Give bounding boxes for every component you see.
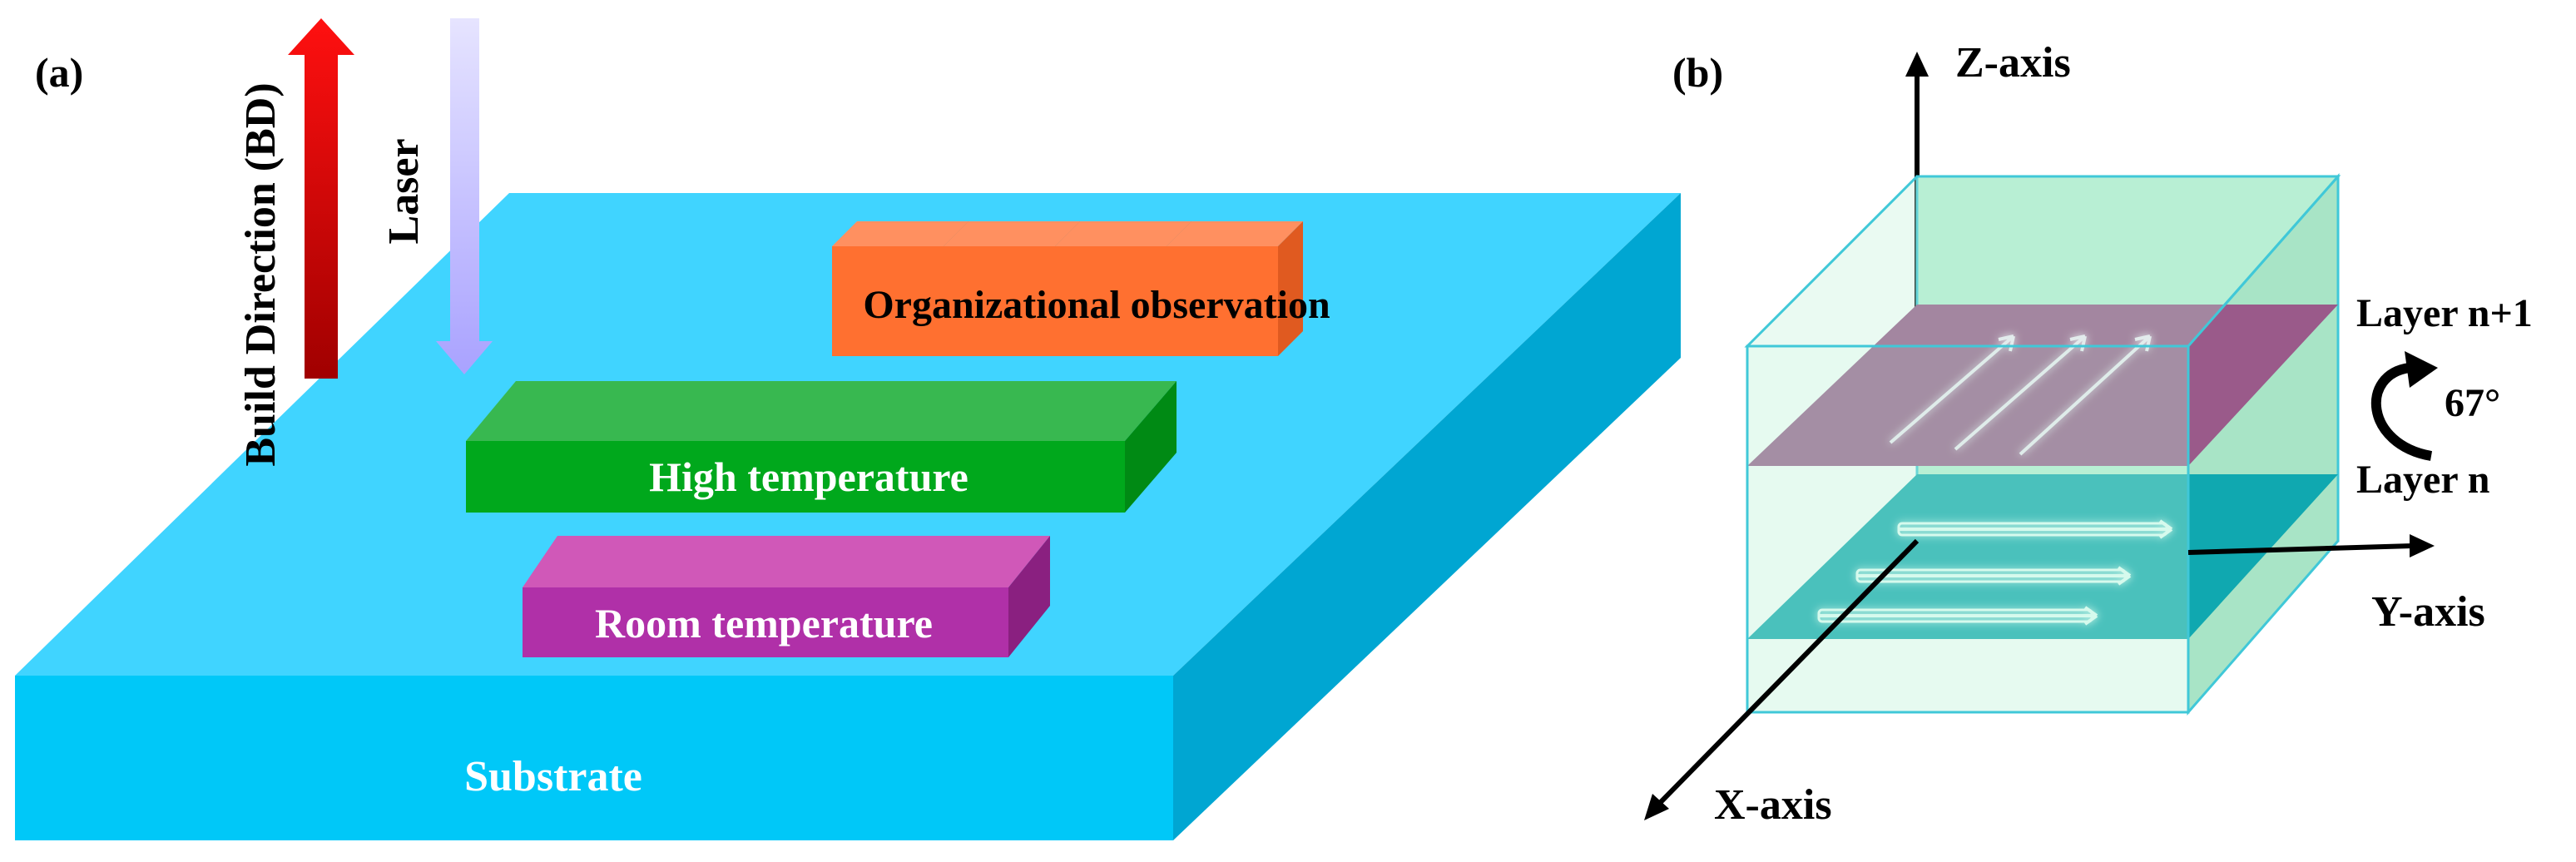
y-axis-label: Y-axis [2371,588,2485,636]
high-temperature-bar: High temperature [466,381,1177,513]
scan-track-arrow [1954,334,2087,451]
y-axis: Y-axis [2187,534,2485,636]
scan-track-arrow [2019,334,2152,456]
layer-n-plane [1747,474,2338,639]
layer-n1-scan-tracks [1889,334,2152,456]
scan-track-arrow [1889,334,2015,444]
cube-top-face [1744,175,2341,348]
laser-label: Laser [380,138,428,244]
substrate-side-face [1173,193,1681,840]
laser-arrow: Laser [380,18,493,374]
rotation-arrow-head [2405,351,2438,388]
laser-arrow-shape [436,18,493,374]
high-temperature-label: High temperature [649,453,968,500]
panel-b-label: (b) [1672,49,1723,96]
rotation-arrow [2370,363,2433,461]
angle-label: 67° [2445,381,2500,425]
layer-n-scan-tracks [1817,519,2173,626]
x-axis-label: X-axis [1714,781,1832,829]
layer-n-label: Layer n [2356,458,2489,502]
org-cube [1167,221,1303,356]
substrate-label: Substrate [464,753,642,800]
cube-front-face [1746,344,2190,714]
room-temperature-bar: Room temperature [523,536,1050,657]
bd-arrow-shape [288,18,354,379]
z-axis-label: Z-axis [1955,39,2071,87]
build-direction-label: Build Direction (BD) [237,82,285,466]
x-axis: X-axis [1644,538,1920,829]
rotation-annotation: Layer n+1 67° Layer n [2356,291,2533,502]
cube [1744,173,2341,716]
panel-a: (a) Substrate Build Direction (BD) Laser [15,18,1681,840]
organizational-label: Organizational observation [863,283,1330,327]
panel-a-label: (a) [35,49,83,96]
layer-n1-label: Layer n+1 [2356,291,2533,335]
organizational-cubes: Organizational observation [832,221,1330,356]
room-temperature-label: Room temperature [595,600,933,646]
substrate-front-face [15,676,1173,840]
build-direction-arrow: Build Direction (BD) [237,18,354,467]
panel-b: (b) Z-axis [1644,39,2533,829]
